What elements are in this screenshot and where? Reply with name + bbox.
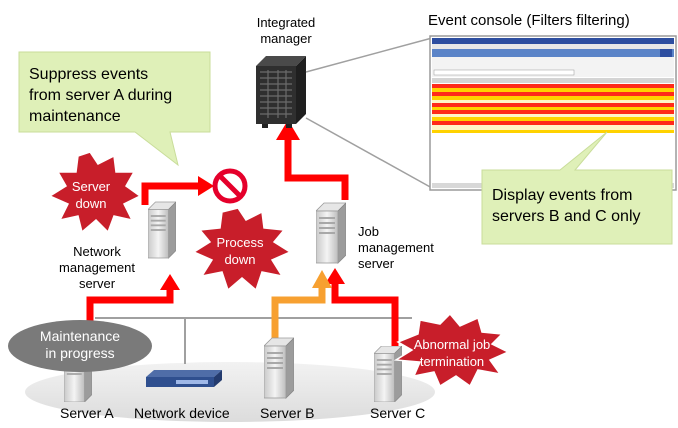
server-c-icon — [374, 346, 402, 402]
network-management-server-label: Network management server — [59, 244, 135, 291]
display-callout-box — [481, 131, 673, 245]
network-floor — [25, 362, 435, 422]
maintenance-badge — [8, 320, 152, 372]
network-device-label: Network device — [134, 405, 230, 421]
server-b-label: Server B — [260, 405, 315, 421]
process-down-burst — [192, 207, 292, 292]
arrow-head-a — [160, 274, 180, 290]
server-b-icon — [264, 337, 294, 399]
display-callout-text: Display events from servers B and C only — [492, 187, 641, 225]
server-a-label: Server A — [60, 405, 114, 421]
job-management-server-label: Job management server — [358, 224, 434, 271]
server-down-burst — [48, 151, 142, 234]
job-arrow — [271, 285, 326, 345]
console-title: Event console (Filters filtering) — [428, 12, 630, 29]
network-device-icon — [146, 370, 222, 387]
event-console-screenshot — [429, 35, 677, 191]
process-down-text: Process down — [216, 235, 264, 267]
prohibited-icon — [212, 168, 248, 204]
network-management-server-icon — [148, 201, 176, 259]
server-down-text: Server down — [71, 179, 111, 211]
arrow-head-c — [325, 268, 345, 284]
abnormal-job-text: Abnormal job termination — [413, 337, 491, 369]
abnormal-job-burst — [393, 312, 510, 388]
job-arrow-head — [312, 270, 332, 288]
job-management-server-icon — [316, 202, 346, 264]
integrated-manager-label: Integrated manager — [256, 15, 316, 46]
suppress-callout-text: Suppress events from server A during mai… — [29, 66, 173, 125]
arrow-head-nms — [198, 176, 214, 196]
zoom-lines — [305, 37, 433, 189]
integrated-manager-icon — [256, 56, 306, 128]
arrow-head-manager — [276, 120, 300, 140]
suppress-callout-box — [18, 51, 211, 167]
server-c-label: Server C — [370, 405, 426, 421]
maintenance-text: Maintenance in progress — [39, 328, 121, 361]
